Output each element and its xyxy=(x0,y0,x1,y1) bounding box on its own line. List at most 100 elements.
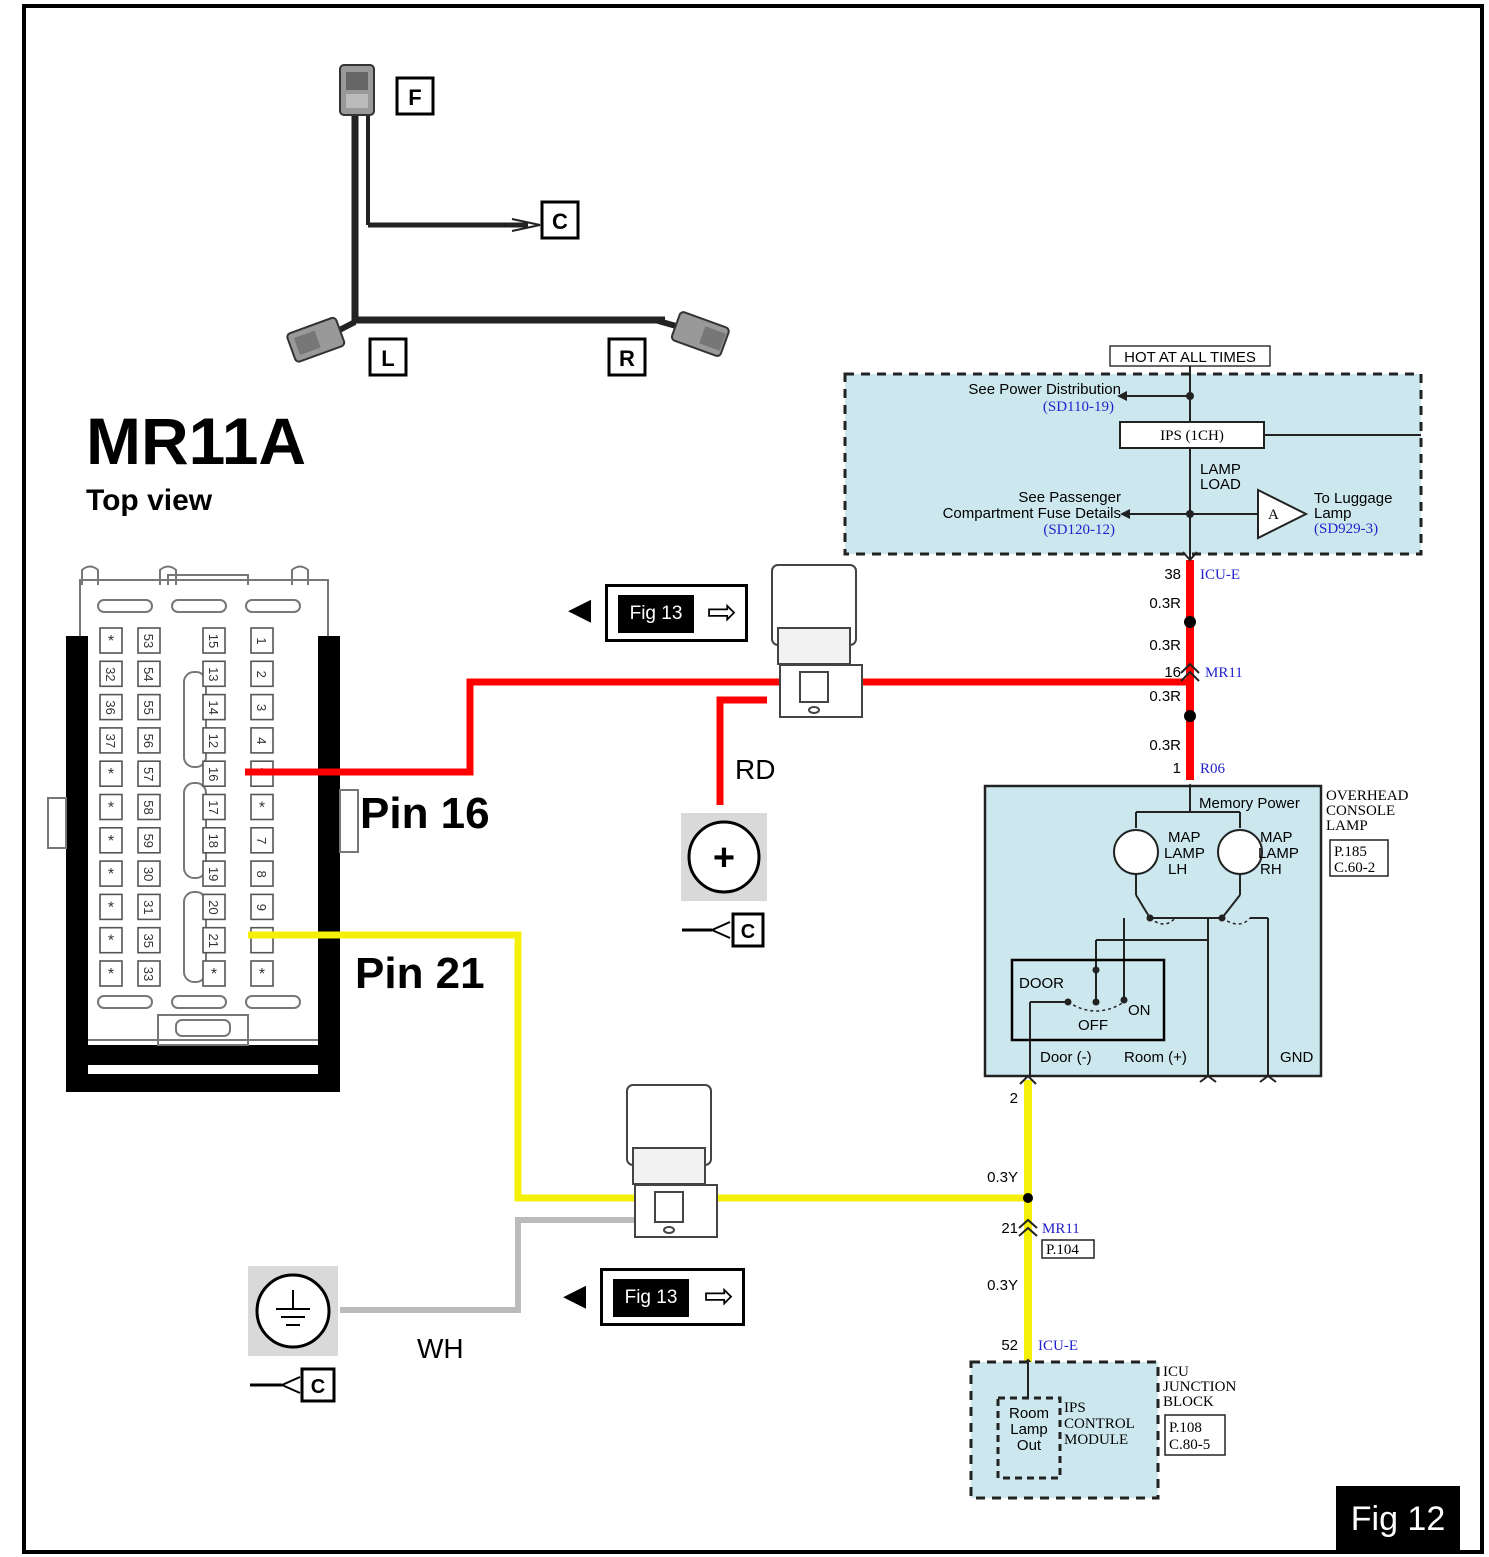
pin-cavity xyxy=(250,627,274,654)
pin-number: 2 xyxy=(254,671,269,678)
pin-number: 18 xyxy=(206,834,221,848)
pin-number: 35 xyxy=(141,933,156,947)
svg-text:Lamp: Lamp xyxy=(1314,505,1352,522)
svg-text:C.60-2: C.60-2 xyxy=(1334,860,1375,876)
svg-text:(SD110-19): (SD110-19) xyxy=(1043,399,1114,415)
pin-cavity xyxy=(137,826,161,854)
svg-text:LAMP: LAMP xyxy=(1200,461,1241,478)
svg-text:HOT AT ALL TIMES: HOT AT ALL TIMES xyxy=(1124,349,1256,366)
svg-text:Room: Room xyxy=(1009,1405,1049,1422)
harness-tag-f: F xyxy=(395,76,435,116)
svg-text:MODULE: MODULE xyxy=(1064,1432,1128,1448)
pin-number: 4 xyxy=(254,737,269,744)
svg-text:C: C xyxy=(311,1376,325,1398)
pin-number: * xyxy=(108,766,114,783)
pin-number: * xyxy=(108,966,114,983)
svg-text:Compartment Fuse Details: Compartment Fuse Details xyxy=(943,505,1121,522)
svg-text:(SD120-12): (SD120-12) xyxy=(1043,522,1115,538)
pin-number: 12 xyxy=(206,734,221,748)
svg-text:IPS: IPS xyxy=(1064,1400,1086,1416)
svg-text:MAP: MAP xyxy=(1168,829,1201,846)
svg-text:To Luggage: To Luggage xyxy=(1314,490,1392,507)
svg-text:LAMP: LAMP xyxy=(1326,818,1368,834)
pin-cavity xyxy=(99,826,123,854)
harness-connector-f xyxy=(339,64,375,116)
connector-subtitle: Top view xyxy=(86,484,213,517)
pin-21-label: Pin 21 xyxy=(355,949,485,998)
svg-text:See Passenger: See Passenger xyxy=(1018,489,1121,506)
svg-text:MAP: MAP xyxy=(1260,829,1293,846)
rd-wire-label: RD xyxy=(735,754,776,785)
fig-13-link-top[interactable]: Fig 13 ⇨ xyxy=(605,584,748,642)
pin-number: 53 xyxy=(141,634,156,648)
pin-number: * xyxy=(259,800,265,817)
pin-cavity xyxy=(202,860,226,887)
pin-number: 9 xyxy=(254,904,269,911)
pin-cavity xyxy=(250,860,274,887)
svg-text:0.3Y: 0.3Y xyxy=(987,1169,1018,1186)
red-wire xyxy=(245,678,1190,805)
pin-number: 56 xyxy=(141,734,156,748)
svg-text:CONSOLE: CONSOLE xyxy=(1326,803,1395,819)
pin-number: 59 xyxy=(141,834,156,848)
harness-drawing xyxy=(286,64,730,363)
svg-text:0.3R: 0.3R xyxy=(1149,595,1181,612)
fig-13-link-bottom[interactable]: Fig 13 ⇨ xyxy=(600,1268,745,1326)
svg-text:OVERHEAD: OVERHEAD xyxy=(1326,788,1409,804)
arrow-right-icon: ⇨ xyxy=(706,592,737,633)
svg-text:JUNCTION: JUNCTION xyxy=(1163,1379,1236,1395)
pin-number: * xyxy=(108,633,114,650)
pin-cavity xyxy=(202,760,226,788)
pin-cavity xyxy=(99,693,123,721)
pin-number: 36 xyxy=(103,700,118,714)
pin-number: 54 xyxy=(141,667,156,681)
pin-cavity xyxy=(137,693,161,721)
svg-text:Door (-): Door (-) xyxy=(1040,1049,1092,1066)
yellow-wire xyxy=(248,931,1028,1202)
pin-number: 31 xyxy=(141,900,156,914)
svg-text:BLOCK: BLOCK xyxy=(1163,1394,1214,1410)
gray-wire xyxy=(340,1217,640,1313)
svg-text:RH: RH xyxy=(1260,861,1282,878)
svg-text:P.185: P.185 xyxy=(1334,844,1367,860)
svg-text:See Power Distribution: See Power Distribution xyxy=(968,381,1121,398)
svg-text:52: 52 xyxy=(1001,1337,1018,1354)
svg-text:21: 21 xyxy=(1001,1220,1018,1237)
pin-cavity xyxy=(99,893,123,921)
plus-icon: + xyxy=(713,837,735,879)
harness-connector-r xyxy=(670,311,730,357)
pin-cavity xyxy=(202,893,226,921)
svg-text:F: F xyxy=(408,85,421,110)
svg-text:R: R xyxy=(619,346,635,371)
svg-text:ICU-E: ICU-E xyxy=(1038,1338,1078,1354)
harness-tag-c: C xyxy=(540,200,580,240)
svg-text:GND: GND xyxy=(1280,1049,1314,1066)
pin-cavity xyxy=(99,960,123,987)
fig-ref-label: Fig 13 xyxy=(613,1279,689,1317)
harness-tag-l: L xyxy=(368,337,408,377)
pin-cavity xyxy=(137,860,161,887)
ground-terminal xyxy=(248,1266,338,1356)
svg-text:C.80-5: C.80-5 xyxy=(1169,1437,1210,1453)
svg-text:LOAD: LOAD xyxy=(1200,476,1241,493)
c-tag-ground: C xyxy=(250,1367,336,1403)
c-tag-positive: C xyxy=(682,912,765,948)
pin-cavity xyxy=(202,693,226,721)
eye-icon: ◀ xyxy=(563,1278,587,1313)
pin-cavity xyxy=(137,893,161,921)
pin-cavity xyxy=(202,960,226,987)
eye-icon: ◀ xyxy=(568,592,592,627)
pin-cavity xyxy=(250,893,274,921)
pin-number: 58 xyxy=(141,800,156,814)
pin-number: 33 xyxy=(141,967,156,981)
pin-cavity xyxy=(202,660,226,688)
connector-title: MR11A xyxy=(86,404,307,478)
pin-cavity xyxy=(137,627,161,654)
pin-number: 14 xyxy=(206,700,221,714)
pin-cavity xyxy=(99,760,123,788)
svg-text:CONTROL: CONTROL xyxy=(1064,1416,1135,1432)
pin-cavity xyxy=(137,793,161,821)
pin-cavity xyxy=(137,960,161,987)
inline-connector-bottom xyxy=(626,1084,718,1238)
pin-cavity xyxy=(202,793,226,821)
